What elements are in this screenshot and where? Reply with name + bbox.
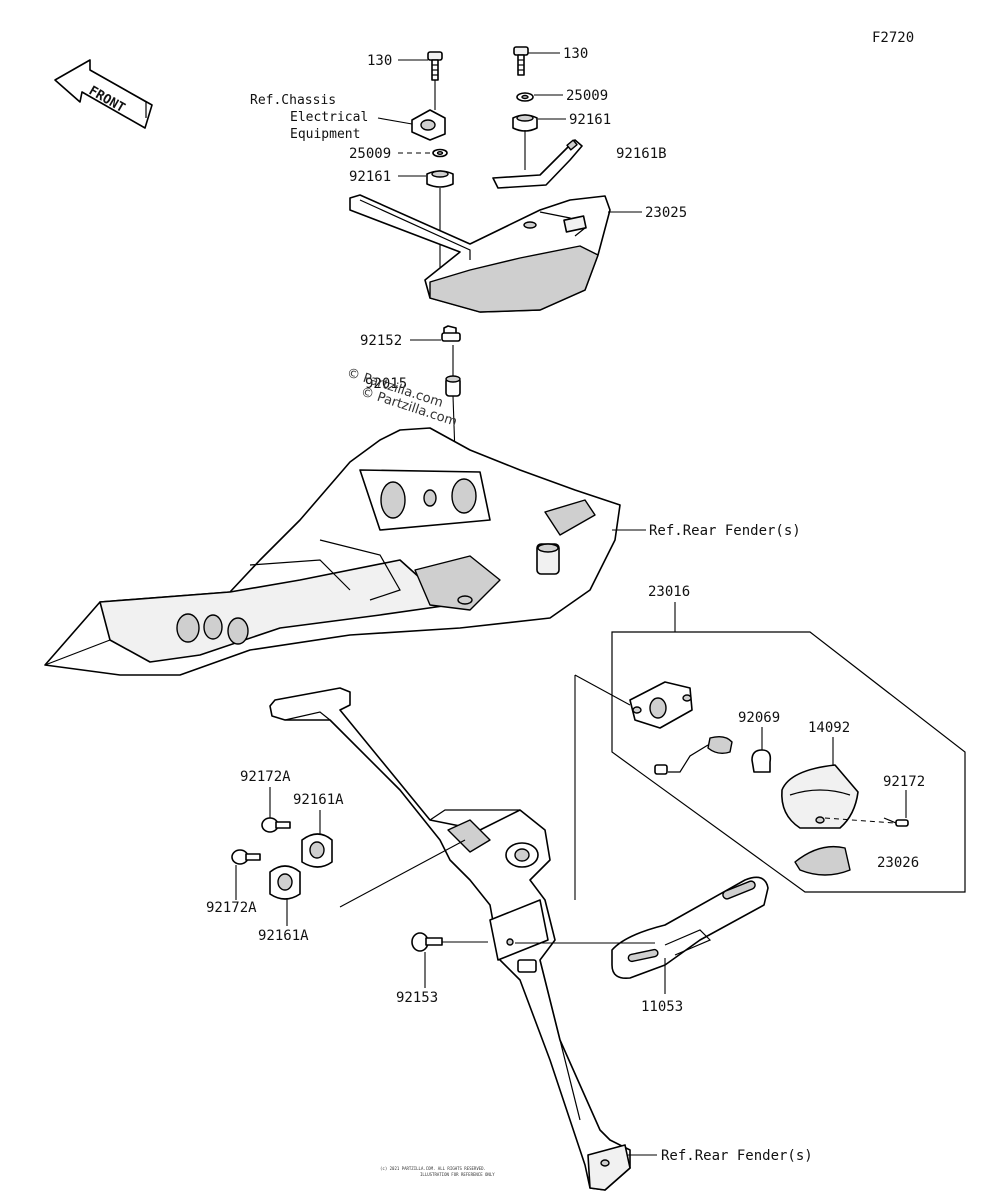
label-92172a-bottom: 92172A	[206, 900, 257, 916]
rear-fender-reference	[44, 427, 621, 676]
label-92069: 92069	[738, 710, 780, 726]
plate-11053	[611, 876, 769, 980]
collar-92152	[441, 325, 461, 342]
bushing-92015	[445, 375, 461, 397]
label-92161a-top: 92161A	[293, 792, 344, 808]
reflector-23026	[794, 845, 851, 876]
label-92015: 92015	[365, 376, 407, 392]
figure-id: F2720	[872, 30, 914, 46]
label-92161-left: 92161	[349, 169, 391, 185]
bolt-92172a-bottom	[231, 849, 261, 865]
ref-chassis-bracket	[411, 109, 446, 141]
label-25009-right: 25009	[566, 88, 608, 104]
label-25009-left: 25009	[349, 146, 391, 162]
screw-92172	[883, 817, 909, 827]
label-23026: 23026	[877, 855, 919, 871]
lamp-assembly-box	[611, 631, 966, 893]
bolt-92172a-top	[261, 817, 291, 833]
lamp-housing-23016	[629, 681, 693, 729]
label-23025: 23025	[645, 205, 687, 221]
bolt-130-left	[427, 51, 443, 81]
strap-92161b	[492, 139, 583, 189]
socket-wire	[654, 735, 733, 775]
grommet-92161-left	[426, 170, 454, 188]
label-130-left: 130	[367, 53, 392, 69]
label-92153: 92153	[396, 990, 438, 1006]
grommet-92161a-bottom	[269, 865, 301, 900]
label-ref-chassis-3: Equipment	[290, 127, 360, 142]
front-arrow-icon: FRONT	[54, 59, 153, 129]
label-23016: 23016	[648, 584, 690, 600]
copyright-line-2: ILLUSTRATION FOR REFERENCE ONLY	[420, 1172, 495, 1177]
washer-25009-right	[516, 92, 534, 102]
label-92161b: 92161B	[616, 146, 667, 162]
label-130-right: 130	[563, 46, 588, 62]
grommet-92161-right	[512, 114, 538, 132]
bulb-92069	[751, 749, 772, 773]
label-92152: 92152	[360, 333, 402, 349]
grommet-92161a-top	[301, 833, 333, 868]
label-ref-chassis-2: Electrical	[290, 110, 368, 125]
label-14092: 14092	[808, 720, 850, 736]
label-ref-rear-fender-bottom: Ref.Rear Fender(s)	[661, 1148, 813, 1164]
lens-14092	[781, 764, 859, 829]
copyright-line-1: (c) 2021 PARTZILLA.COM. ALL RIGHTS RESER…	[380, 1166, 486, 1171]
label-92161-right: 92161	[569, 112, 611, 128]
cover-23025	[349, 194, 611, 313]
label-92161a-bottom: 92161A	[258, 928, 309, 944]
label-92172a-top: 92172A	[240, 769, 291, 785]
washer-25009-left	[432, 148, 448, 158]
label-ref-chassis-1: Ref.Chassis	[250, 93, 336, 108]
label-ref-rear-fender-top: Ref.Rear Fender(s)	[649, 523, 801, 539]
bolt-130-right	[513, 46, 529, 76]
bolt-92153	[411, 932, 443, 952]
label-92172: 92172	[883, 774, 925, 790]
license-plate-stay	[269, 687, 631, 1191]
label-11053: 11053	[641, 999, 683, 1015]
